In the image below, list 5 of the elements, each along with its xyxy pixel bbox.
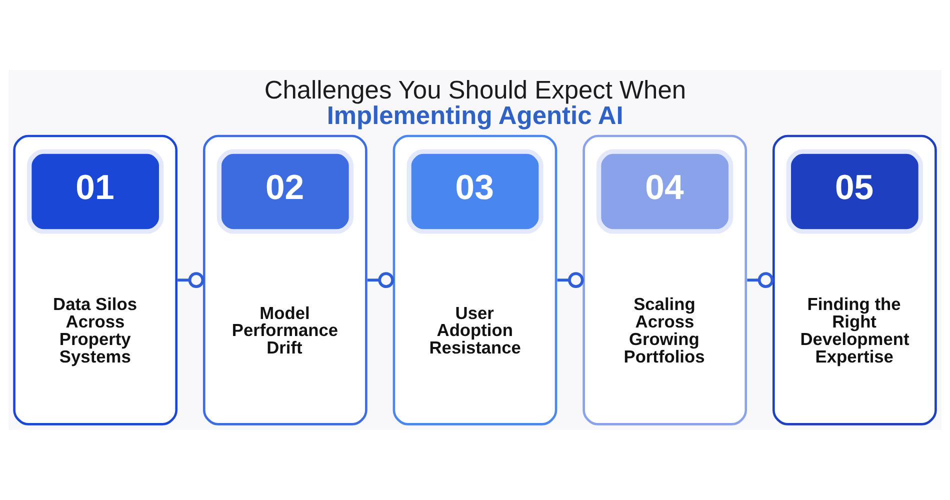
connector [747,272,774,288]
connector [367,272,394,288]
connector [178,272,204,288]
diagram-title: Challenges You Should Expect When Implementing Agentic AI [264,76,686,130]
connector [557,272,584,288]
